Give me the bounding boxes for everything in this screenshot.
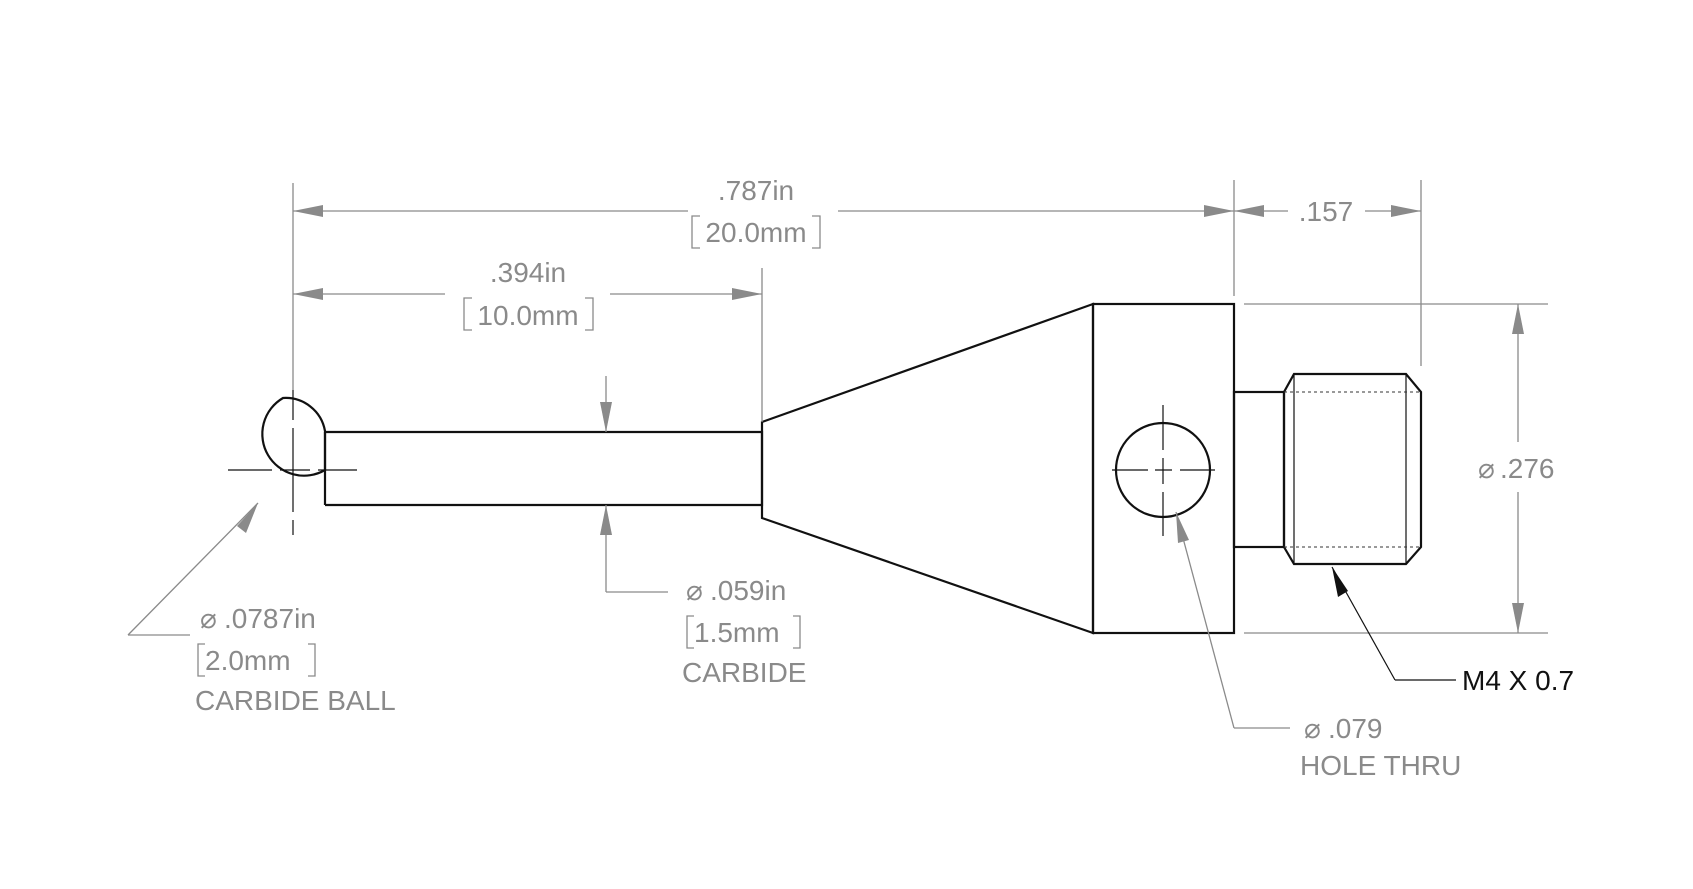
callout-thread: M4 X 0.7 xyxy=(1331,566,1574,696)
ball-bracket-left xyxy=(197,643,205,677)
thread-length: .157 xyxy=(1299,196,1354,227)
stem-diameter: .059in xyxy=(710,575,786,606)
arrow-body-bottom xyxy=(1512,603,1524,633)
stem-diameter-symbol: ⌀ xyxy=(686,575,703,606)
arrow-thread xyxy=(1332,567,1348,597)
bracket-right xyxy=(812,215,821,249)
callout-hole: ⌀ .079 HOLE THRU xyxy=(1175,511,1461,781)
center-marks xyxy=(228,390,1215,536)
thread-neck xyxy=(1232,390,1286,549)
ball-leader xyxy=(127,502,259,636)
arrow-overall-right xyxy=(1204,205,1234,217)
bracket-right-stem xyxy=(585,297,594,331)
overall-length-in: .787in xyxy=(718,175,794,206)
part-outline xyxy=(261,302,1423,635)
ball-metric: 2.0mm xyxy=(205,645,291,676)
arrow-ball xyxy=(237,503,258,533)
arrow-stem-dia-top xyxy=(600,402,612,432)
arrow-stem-dia-bottom xyxy=(600,505,612,535)
stem-bracket-right xyxy=(793,615,801,649)
dim-thread-length: .157 xyxy=(1234,180,1422,366)
stem-length-mm: 10.0mm xyxy=(477,300,578,331)
arrow-overall-left xyxy=(293,205,323,217)
stem-length-in: .394in xyxy=(490,257,566,288)
thread-spec: M4 X 0.7 xyxy=(1462,665,1574,696)
callout-ball: ⌀ .0787in 2.0mm CARBIDE BALL xyxy=(127,502,396,716)
dim-stem-diameter xyxy=(600,376,668,593)
hole-diameter: .079 xyxy=(1328,713,1383,744)
stem-bracket-left xyxy=(686,615,694,649)
arrow-thread-left xyxy=(1234,205,1264,217)
arrow-body-top xyxy=(1512,304,1524,334)
hole-leader xyxy=(1175,511,1235,729)
arrow-stem-right xyxy=(732,288,762,300)
hole-diameter-symbol: ⌀ xyxy=(1304,713,1321,744)
dim-body-diameter: ⌀ .276 xyxy=(1244,303,1555,634)
stem-metric: 1.5mm xyxy=(694,617,780,648)
bracket-left-stem xyxy=(463,297,472,331)
ball-bracket-right xyxy=(308,643,316,677)
body-diameter: .276 xyxy=(1500,453,1555,484)
taper-cone xyxy=(760,302,1095,635)
ball-diameter-symbol: ⌀ xyxy=(200,603,217,634)
body-diameter-symbol: ⌀ xyxy=(1478,453,1495,484)
stem-material: CARBIDE xyxy=(682,657,806,688)
bracket-left xyxy=(691,215,700,249)
overall-length-mm: 20.0mm xyxy=(705,217,806,248)
arrow-stem-left xyxy=(293,288,323,300)
carbide-ball xyxy=(261,396,327,477)
hole-note: HOLE THRU xyxy=(1300,750,1461,781)
threaded-shank xyxy=(1282,372,1423,566)
arrow-thread-right xyxy=(1391,205,1421,217)
ball-material: CARBIDE BALL xyxy=(195,685,396,716)
arrow-hole xyxy=(1176,512,1189,543)
carbide-stem xyxy=(323,430,764,507)
dim-overall-length: .787in 20.0mm xyxy=(292,175,1235,390)
callout-stem: ⌀ .059in 1.5mm CARBIDE xyxy=(682,575,806,688)
ball-diameter: .0787in xyxy=(224,603,316,634)
dim-stem-length: .394in 10.0mm xyxy=(293,257,763,422)
